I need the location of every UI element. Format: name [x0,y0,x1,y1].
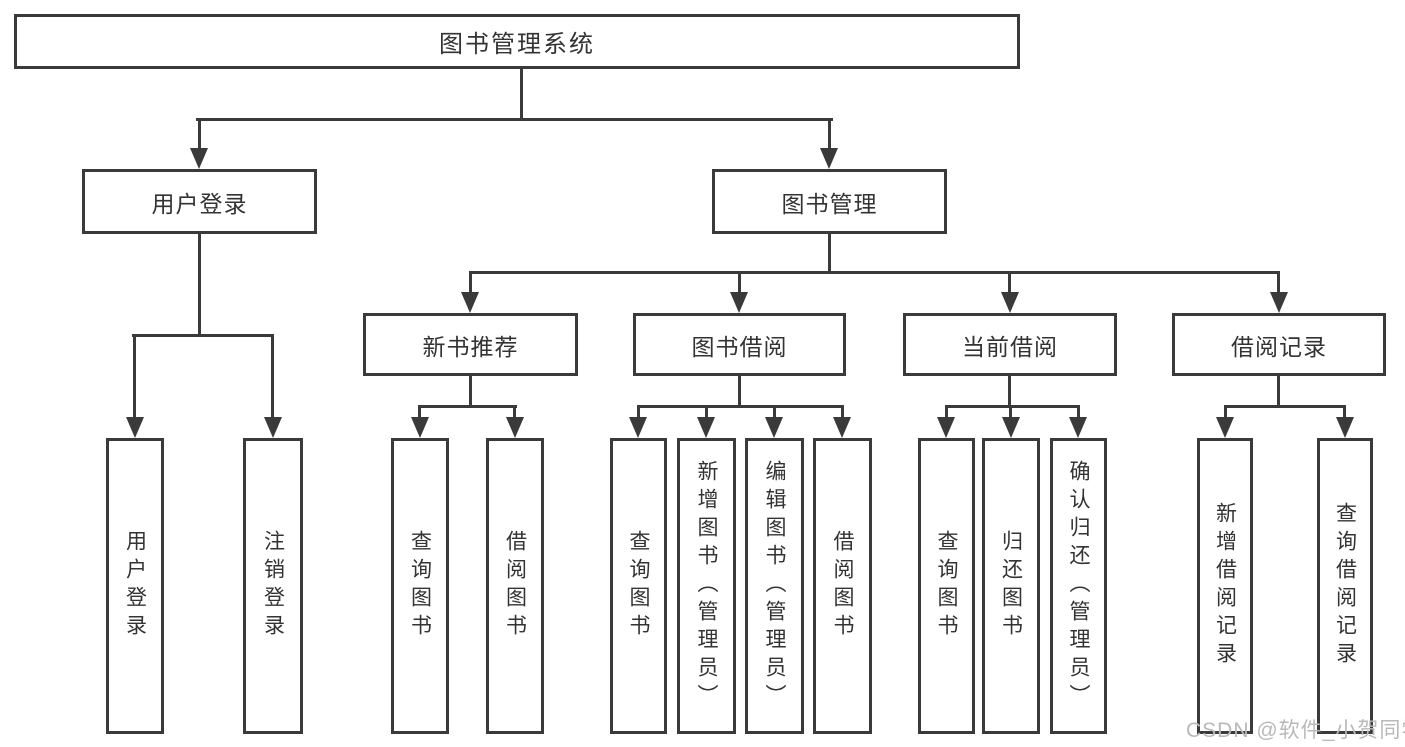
node-root-system: 图书管理系统 [14,14,1020,69]
arrowhead [1069,417,1087,438]
line [705,405,708,419]
line [841,405,844,419]
line [469,271,472,295]
line [738,376,741,408]
arrowhead [264,417,282,438]
csdn-watermark: CSDN @软件_小贺同学 [1186,719,1405,742]
leaf-edit-books-admin: 编辑图书（管理员） [745,438,804,734]
line [469,271,1279,274]
leaf-return-books: 归还图书 [982,438,1040,734]
arrowhead [833,417,851,438]
line [1008,376,1011,408]
leaf-query-books-current: 查询图书 [918,438,975,734]
leaf-query-books-recommend: 查询图书 [391,438,449,734]
line [738,271,741,295]
arrowhead [461,292,479,313]
arrowhead [190,148,208,169]
line [1277,271,1280,295]
leaf-add-borrow-record: 新增借阅记录 [1197,438,1253,734]
arrowhead [126,417,144,438]
line [1008,271,1011,295]
node-new-book-recommend: 新书推荐 [363,313,578,376]
leaf-borrow-books-recommend: 借阅图书 [486,438,544,734]
leaf-add-books-admin: 新增图书（管理员） [677,438,736,734]
line [1277,376,1280,408]
line [198,234,201,337]
leaf-confirm-return-admin: 确认归还（管理员） [1050,438,1107,734]
line [637,405,843,408]
leaf-query-books-borrowing: 查询图书 [610,438,667,734]
leaf-logout: 注销登录 [243,438,303,734]
line [945,405,948,419]
arrowhead [765,417,783,438]
arrowhead [1216,417,1234,438]
line [132,334,274,337]
arrowhead [697,417,715,438]
arrowhead [937,417,955,438]
node-book-management: 图书管理 [712,169,947,234]
leaf-borrow-books: 借阅图书 [813,438,872,734]
arrowhead [1336,417,1354,438]
line [945,405,1080,408]
node-book-borrowing: 图书借阅 [633,313,846,376]
leaf-query-borrow-record: 查询借阅记录 [1317,438,1373,734]
line [469,376,472,408]
line [513,405,516,419]
line [196,118,833,121]
line [1009,405,1012,419]
line [271,334,274,418]
leaf-user-login: 用户登录 [106,438,164,734]
node-user-login: 用户登录 [82,169,317,234]
arrowhead [1001,292,1019,313]
line [773,405,776,419]
node-current-borrowing: 当前借阅 [903,313,1117,376]
line [520,68,523,120]
arrowhead [1002,417,1020,438]
line [637,405,640,419]
arrowhead [1270,292,1288,313]
line [418,405,517,408]
arrowhead [411,417,429,438]
line [198,118,201,150]
arrowhead [820,148,838,169]
arrowhead [629,417,647,438]
line [418,405,421,419]
line [1343,405,1346,419]
arrowhead [506,417,524,438]
arrowhead [730,292,748,313]
node-borrow-records: 借阅记录 [1172,313,1386,376]
line [828,234,831,274]
line [133,334,136,418]
line [1224,405,1227,419]
line [828,118,831,150]
line [1077,405,1080,419]
line [1224,405,1345,408]
